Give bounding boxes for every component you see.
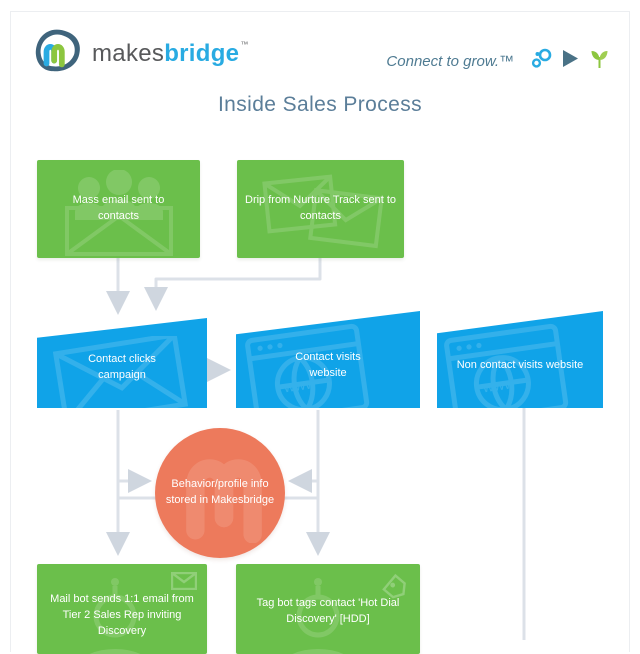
node-non-contact-visits-website: www Non contact visits website — [437, 311, 603, 408]
node-label: Mail bot sends 1:1 email from Tier 2 Sal… — [50, 593, 194, 637]
logo-mark-icon — [33, 28, 83, 79]
sprout-icon — [589, 48, 610, 74]
node-label: Tag bot tags contact 'Hot Dial Discovery… — [256, 597, 400, 625]
svg-text:www: www — [481, 375, 517, 397]
logo-text-bridge: bridge — [164, 39, 240, 67]
header-right: Connect to grow.™ — [386, 48, 610, 74]
play-icon — [563, 50, 578, 72]
header: makesbridge™ Connect to grow.™ — [0, 0, 640, 90]
makesbridge-logo: makesbridge™ — [33, 28, 249, 79]
node-drip-nurture: Drip from Nurture Track sent to contacts — [237, 160, 404, 258]
node-contact-visits-website: www Contact visits website — [236, 311, 420, 408]
page-title: Inside Sales Process — [217, 93, 423, 116]
node-mail-bot: Mail bot sends 1:1 email from Tier 2 Sal… — [37, 564, 207, 654]
node-label: Behavior/profile info stored in Makesbri… — [165, 478, 275, 506]
tagline: Connect to grow.™ — [386, 52, 514, 70]
node-label: Contact clicks campaign — [88, 353, 156, 381]
logo-text-makes: makes — [92, 39, 165, 67]
logo-text: makesbridge™ — [92, 40, 249, 68]
envelope-badge-icon — [170, 571, 198, 596]
node-contact-clicks-campaign: Contact clicks campaign — [37, 318, 207, 408]
node-tag-bot: Tag bot tags contact 'Hot Dial Discovery… — [236, 564, 420, 654]
network-icon — [531, 48, 552, 74]
logo-trademark: ™ — [240, 39, 249, 49]
node-label: Drip from Nurture Track sent to contacts — [245, 194, 396, 222]
tag-icon — [380, 572, 410, 608]
node-label: Contact visits website — [295, 350, 361, 379]
node-mass-email: Mass email sent to contacts — [37, 160, 200, 258]
node-behavior-profile-circle: Behavior/profile info stored in Makesbri… — [155, 428, 285, 558]
node-label: Non contact visits website — [456, 358, 584, 371]
node-label: Mass email sent to contacts — [72, 194, 165, 222]
